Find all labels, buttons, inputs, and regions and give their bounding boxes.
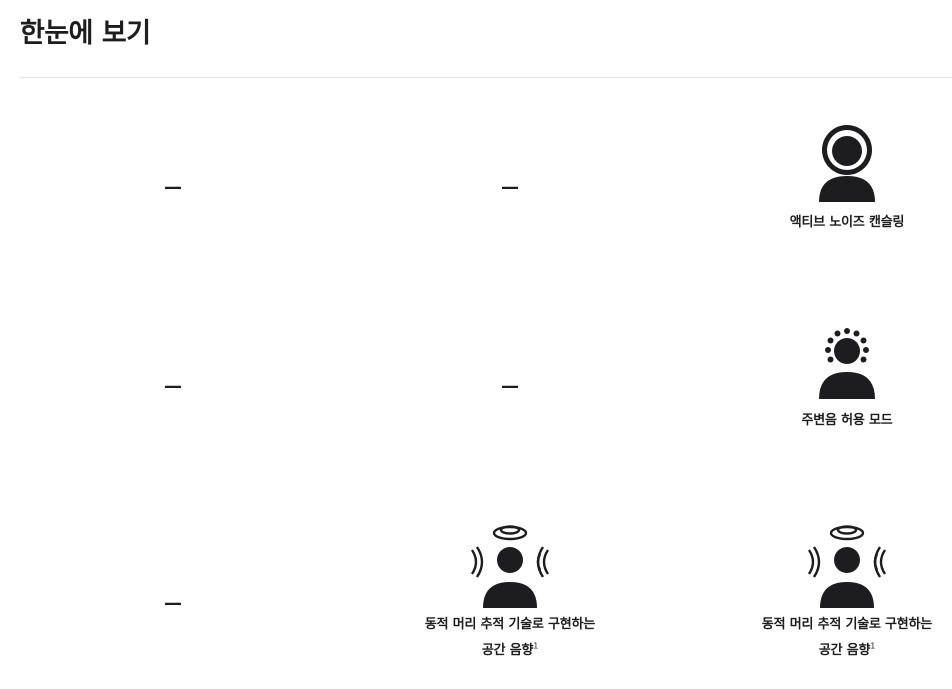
- not-available-dash: —: [501, 177, 519, 198]
- not-available-dash: —: [164, 593, 182, 614]
- compare-cell-r1-c1: —: [23, 178, 323, 198]
- compare-cell-r3-c1: —: [23, 594, 323, 614]
- page-title: 한눈에 보기: [20, 18, 151, 49]
- compare-cell-r2-c2: —: [360, 377, 660, 397]
- compare-cell-r2-c3: 주변음 허용 모드: [697, 326, 952, 434]
- header-divider: [20, 77, 952, 78]
- not-available-dash: —: [164, 177, 182, 198]
- feature-label-spatial-audio-line2: 공간 음향1: [481, 641, 539, 658]
- anc-icon: [819, 125, 875, 202]
- feature-label-spatial-audio-line1: 동적 머리 추적 기술로 구현하는: [424, 617, 596, 632]
- not-available-dash: —: [164, 376, 182, 397]
- spatial-audio-icon: [470, 525, 550, 608]
- transparency-icon: [819, 328, 875, 399]
- spatial-audio-icon: [807, 525, 887, 608]
- compare-cell-r1-c2: —: [360, 178, 660, 198]
- compare-cell-r2-c1: —: [23, 377, 323, 397]
- feature-label-spatial-audio-line1: 동적 머리 추적 기술로 구현하는: [761, 617, 933, 632]
- footnote-marker[interactable]: 1: [870, 641, 876, 651]
- feature-label-transparency: 주변음 허용 모드: [801, 413, 893, 428]
- compare-cell-r3-c3: 동적 머리 추적 기술로 구현하는 공간 음향1: [697, 524, 952, 664]
- not-available-dash: —: [501, 376, 519, 397]
- compare-cell-r1-c3: 액티브 노이즈 캔슬링: [697, 124, 952, 236]
- footnote-marker[interactable]: 1: [533, 641, 539, 651]
- feature-label-spatial-audio-line2: 공간 음향1: [818, 641, 876, 658]
- feature-label-anc: 액티브 노이즈 캔슬링: [789, 215, 905, 230]
- compare-cell-r3-c2: 동적 머리 추적 기술로 구현하는 공간 음향1: [360, 524, 660, 664]
